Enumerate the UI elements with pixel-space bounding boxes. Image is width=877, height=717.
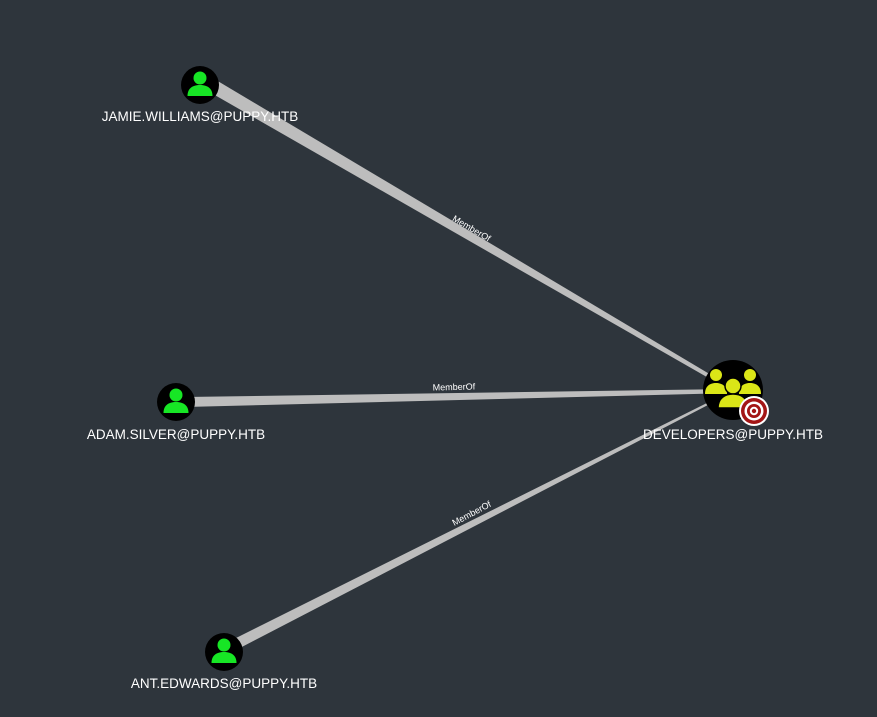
node-jamie-williams[interactable]: JAMIE.WILLIAMS@PUPPY.HTB — [102, 66, 299, 124]
user-icon — [211, 638, 237, 663]
group-icon — [705, 369, 761, 409]
node-label-developers: DEVELOPERS@PUPPY.HTB — [643, 427, 823, 442]
edge-adam-to-developers[interactable] — [185, 389, 733, 407]
node-label-adam: ADAM.SILVER@PUPPY.HTB — [87, 427, 265, 442]
user-icon — [163, 388, 189, 413]
node-ant-edwards[interactable]: ANT.EDWARDS@PUPPY.HTB — [131, 633, 317, 691]
edge-ant-to-developers[interactable] — [230, 390, 733, 650]
node-label-ant: ANT.EDWARDS@PUPPY.HTB — [131, 676, 317, 691]
edge-label-adam-developers: MemberOf — [433, 381, 476, 392]
edges-layer: MemberOf MemberOf MemberOf — [185, 80, 733, 650]
node-label-jamie: JAMIE.WILLIAMS@PUPPY.HTB — [102, 109, 299, 124]
node-developers[interactable]: DEVELOPERS@PUPPY.HTB — [643, 360, 823, 442]
user-icon — [187, 71, 213, 96]
node-adam-silver[interactable]: ADAM.SILVER@PUPPY.HTB — [87, 383, 265, 442]
edge-jamie-to-developers[interactable] — [206, 80, 733, 392]
target-icon — [739, 396, 769, 426]
